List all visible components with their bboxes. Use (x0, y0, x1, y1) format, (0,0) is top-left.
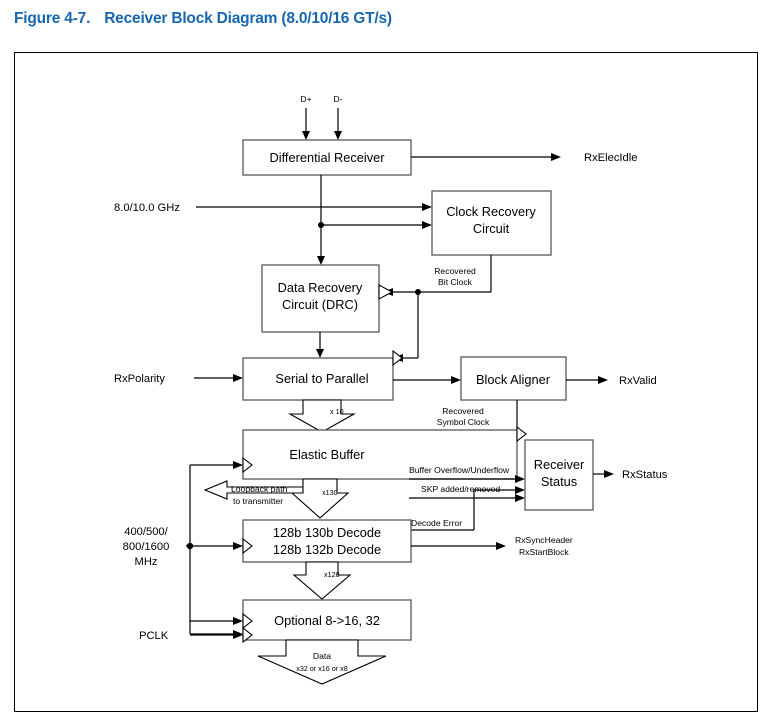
block-label-decode-2: 128b 132b Decode (273, 542, 381, 557)
clock-input-marker-optional-2 (242, 626, 253, 644)
input-label-mhz-3: MHz (135, 556, 158, 568)
arrowhead-skp-to-status (515, 494, 525, 502)
signal-label-loopback-2: to transmitter (233, 496, 283, 506)
input-label-d-plus: D+ (300, 94, 311, 104)
clock-input-marker-decoder (242, 537, 253, 555)
block-optional-widen (242, 599, 412, 641)
figure-caption: Receiver Block Diagram (8.0/10/16 GT/s) (104, 10, 392, 27)
output-label-rx-valid: RxValid (619, 375, 657, 387)
signal-label-decode-error: Decode Error (411, 518, 462, 528)
block-label-receiver-status-1: Receiver (534, 457, 585, 472)
signal-label-buffer-overflow-underflow: Buffer Overflow/Underflow (409, 465, 510, 475)
signal-label-skp-added-removed: SKP added/removed (421, 484, 500, 494)
block-decoder (242, 519, 412, 563)
block-label-elastic-buffer: Elastic Buffer (289, 447, 365, 462)
block-label-block-aligner: Block Aligner (476, 372, 551, 387)
input-label-mhz-2: 800/1600 (123, 541, 170, 553)
clock-input-marker-optional-1 (242, 612, 253, 630)
block-elastic-buffer (242, 429, 518, 480)
bus-width-label-data: x32 or x16 or x8 (296, 664, 348, 673)
block-label-data-recovery-2: Circuit (DRC) (282, 297, 358, 312)
arrowhead-rx-elec-idle (551, 153, 561, 161)
block-differential-receiver (242, 139, 412, 176)
block-label-receiver-status-2: Status (541, 474, 577, 489)
block-serial-to-parallel (242, 357, 394, 401)
signal-label-loopback-1: Loopback path (231, 484, 288, 494)
figure-number: Figure 4-7. (14, 10, 91, 27)
input-label-d-minus: D- (333, 94, 342, 104)
bus-arrow-x128 (292, 561, 352, 600)
signal-label-recovered-bit-clock-1: Recovered (434, 266, 476, 276)
figure-title: Figure 4-7. Receiver Block Diagram (8.0/1… (14, 10, 392, 28)
arrowhead-ref-clock (422, 203, 432, 211)
output-label-rx-start-block: RxStartBlock (519, 547, 569, 557)
block-label-clock-recovery-2: Circuit (473, 221, 510, 236)
input-label-rx-polarity: RxPolarity (114, 373, 165, 385)
arrowhead-to-clock-recovery (422, 221, 432, 229)
block-label-optional-widen: Optional 8->16, 32 (274, 613, 380, 628)
output-label-rx-sync-header: RxSyncHeader (515, 535, 573, 545)
signal-label-recovered-symbol-clock-1: Recovered (442, 406, 484, 416)
signal-label-recovered-symbol-clock-2: Symbol Clock (437, 417, 490, 427)
block-label-decode-1: 128b 130b Decode (273, 525, 381, 540)
block-label-data-recovery-1: Data Recovery (278, 280, 363, 295)
arrowhead-overflow-to-status (515, 475, 525, 483)
clock-input-marker-eb-symbol (516, 425, 527, 443)
output-label-rx-elec-idle: RxElecIdle (584, 152, 637, 164)
block-receiver-status (524, 439, 594, 511)
arrowhead-mhz-to-decoder (233, 542, 243, 550)
bus-label-data: Data (313, 651, 331, 661)
block-clock-recovery-circuit (431, 190, 552, 256)
bus-width-label-x130: x130 (322, 488, 338, 497)
arrowhead-trunk-to-optional (233, 617, 243, 625)
junction-dot-diffrx-trunk (318, 222, 324, 228)
block-label-clock-recovery-1: Clock Recovery (446, 204, 536, 219)
arrowhead-rx-status (604, 470, 614, 478)
clock-input-marker-drc (378, 284, 394, 300)
arrowhead-d-minus (334, 131, 342, 140)
arrowhead-decode-error-to-status (515, 486, 525, 494)
block-label-differential-receiver: Differential Receiver (270, 150, 386, 165)
bus-arrow-data-out (257, 639, 387, 685)
junction-dot-mhz (186, 542, 194, 550)
arrowhead-d-plus (302, 131, 310, 140)
bus-width-label-x10: x 10 (330, 407, 344, 416)
input-label-ref-clock: 8.0/10.0 GHz (114, 202, 180, 214)
bus-arrow-x10 (287, 399, 357, 433)
signal-label-recovered-bit-clock-2: Bit Clock (438, 277, 473, 287)
clock-input-marker-s2p (392, 349, 403, 367)
arrowhead-to-drc (317, 256, 325, 265)
arrowhead-pclk-to-optional (233, 631, 243, 639)
arrowhead-rx-valid (598, 376, 608, 384)
arrowhead-pclk-to-eb (233, 461, 243, 469)
block-label-serial-to-parallel: Serial to Parallel (275, 371, 368, 386)
arrowhead-drc-to-s2p (316, 349, 324, 358)
bus-arrow-x130 (290, 478, 350, 519)
arrowhead-rx-polarity (233, 374, 243, 382)
bus-width-label-x128: x128 (324, 570, 340, 579)
input-label-pclk: PCLK (139, 630, 169, 642)
input-label-mhz-1: 400/500/ (124, 526, 168, 538)
block-block-aligner (460, 356, 567, 401)
output-label-rx-status: RxStatus (622, 469, 668, 481)
arrowhead-rx-sync-header (496, 542, 506, 550)
arrowhead-s2p-to-block-aligner (451, 376, 461, 384)
